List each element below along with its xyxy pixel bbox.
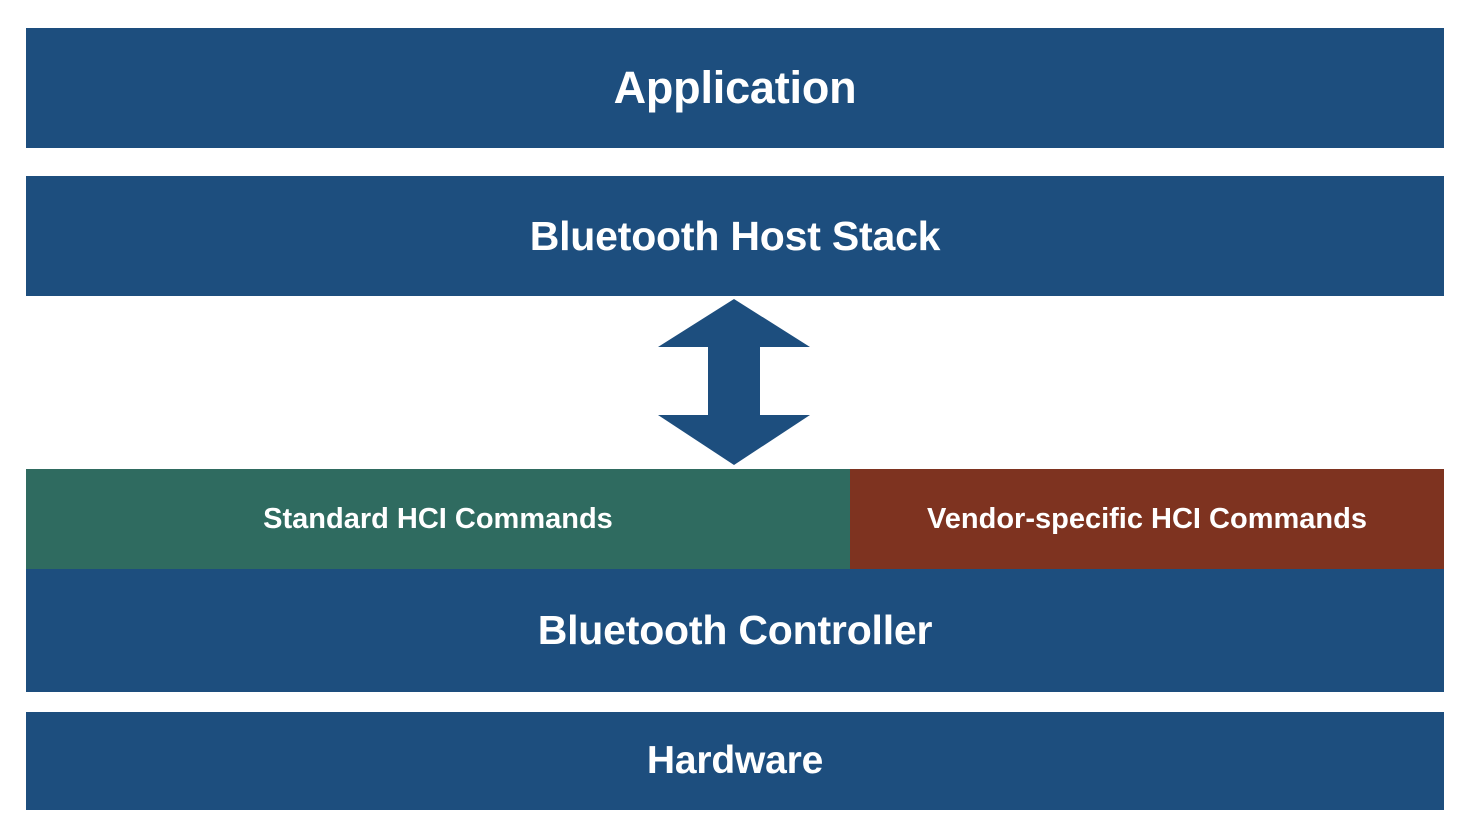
layer-bluetooth-controller: Bluetooth Controller <box>26 569 1444 692</box>
double-headed-vertical-arrow <box>658 299 810 465</box>
layer-hardware-label: Hardware <box>646 739 824 782</box>
layer-bluetooth-host-stack: Bluetooth Host Stack <box>26 176 1444 296</box>
hci-commands-row: Standard HCI Commands Vendor-specific HC… <box>26 469 1444 569</box>
hci-cell-vendor-specific: Vendor-specific HCI Commands <box>850 469 1444 569</box>
double-headed-vertical-arrow-icon <box>658 299 810 465</box>
layer-application: Application <box>26 28 1444 148</box>
arrow-shape <box>658 299 810 465</box>
hci-vendor-label: Vendor-specific HCI Commands <box>927 502 1367 535</box>
hci-standard-label: Standard HCI Commands <box>263 502 613 535</box>
layer-controller-label: Bluetooth Controller <box>537 607 933 653</box>
hci-cell-standard: Standard HCI Commands <box>26 469 850 569</box>
layer-application-label: Application <box>613 62 857 113</box>
layer-hardware: Hardware <box>26 712 1444 810</box>
layer-host-stack-label: Bluetooth Host Stack <box>529 212 941 259</box>
